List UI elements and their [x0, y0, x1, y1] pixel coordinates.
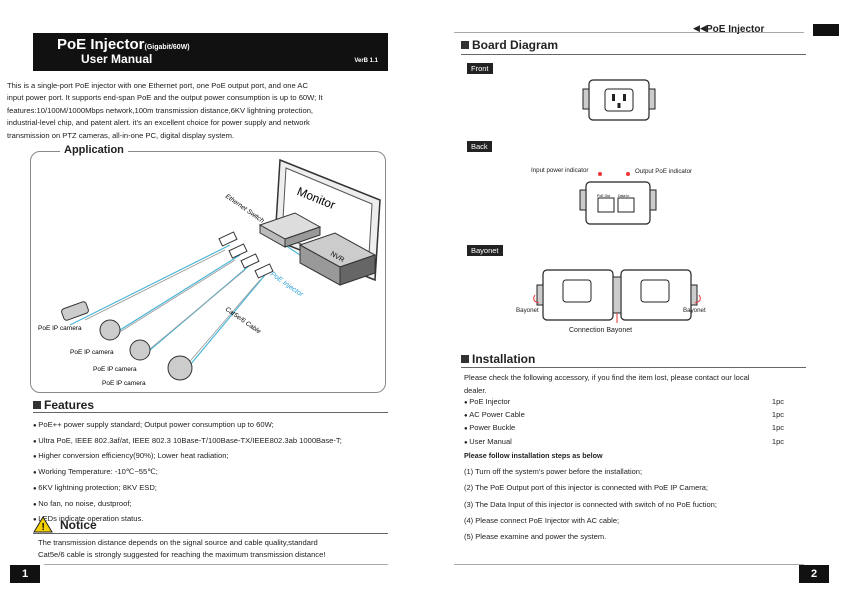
connection-bayonet-label: Connection Bayonet	[569, 327, 633, 334]
cable-label: Cat5e/6 Cable	[224, 306, 262, 336]
application-diagram: Monitor Ethernet Switch NVR PoE Injector…	[38, 158, 381, 387]
camera-label-4: PoE IP camera	[102, 380, 146, 387]
front-tag: Front	[467, 63, 493, 74]
running-header: PoE Injector	[706, 24, 765, 35]
input-indicator-label: Input power indicator	[531, 167, 589, 174]
manual-title: PoE Injector(Gigabit/60W)	[57, 36, 190, 53]
camera-icons	[61, 301, 193, 381]
camera-label-1: PoE IP camera	[38, 325, 82, 332]
front-view-diagram	[582, 79, 656, 121]
footer-line	[44, 564, 388, 565]
board-diagram-heading: Board Diagram	[461, 38, 558, 52]
bayonet-left-label: Bayonet	[516, 307, 539, 314]
list-item: LEDs indicate operation status.	[33, 512, 342, 528]
warning-icon: !	[33, 516, 53, 533]
nvr-icon: NVR	[298, 232, 377, 286]
header-tab	[813, 24, 839, 36]
camera-label-2: PoE IP camera	[70, 349, 114, 356]
bayonet-tag: Bayonet	[467, 245, 503, 256]
features-list: PoE++ power supply standard; Output powe…	[33, 418, 342, 528]
installation-divider	[461, 367, 806, 368]
svg-text:PoE Out: PoE Out	[597, 194, 610, 198]
switch-label: Ethernet Switch	[224, 193, 266, 225]
header-line	[454, 32, 804, 33]
page-number: 1	[10, 565, 40, 583]
back-view-diagram: PoE Out Data In	[579, 172, 657, 225]
list-item: (2) The PoE Output port of this injector…	[464, 483, 709, 493]
installation-steps: (1) Turn off the system's power before t…	[464, 464, 717, 545]
page-number: 2	[799, 565, 829, 583]
injector-icons	[218, 231, 274, 279]
footer-line	[454, 564, 804, 565]
application-title: Application	[60, 144, 128, 156]
version-label: VerB 1.1	[354, 58, 378, 64]
features-divider	[33, 412, 388, 413]
features-heading: Features	[33, 398, 94, 412]
list-item: (4) Please connect PoE Injector with AC …	[464, 515, 620, 525]
steps-title: Please follow installation steps as belo…	[464, 451, 603, 460]
list-item: (3) The Data Input of this injector is c…	[464, 499, 717, 509]
manual-title-box: PoE Injector(Gigabit/60W) User Manual Ve…	[33, 33, 388, 71]
injector-label: PoE Injector	[269, 271, 305, 299]
back-tag: Back	[467, 141, 492, 152]
camera-label-3: PoE IP camera	[93, 366, 137, 373]
output-indicator-label: Output PoE indicator	[635, 168, 693, 175]
notice-heading: ! Notice	[33, 516, 97, 533]
bayonet-diagram	[533, 269, 701, 323]
list-item: No fan, no noise, dustproof;	[33, 497, 342, 513]
list-item: Ultra PoE, IEEE 802.3af/at, IEEE 802.3 1…	[33, 434, 342, 450]
svg-text:Data In: Data In	[618, 194, 629, 198]
right-page: ◀◀ PoE Injector Board Diagram Front Back…	[421, 0, 841, 595]
installation-intro: Please check the following accessory, if…	[464, 373, 750, 395]
left-page: PoE Injector(Gigabit/60W) User Manual Ve…	[0, 0, 420, 595]
list-item: Higher conversion efficiency(90%); Lower…	[33, 449, 342, 465]
svg-text:!: !	[42, 522, 45, 533]
notice-text: The transmission distance depends on the…	[38, 538, 326, 559]
intro-paragraph: This is a single-port PoE injector with …	[7, 81, 323, 140]
application-diagram-frame	[30, 151, 386, 393]
list-item: Working Temperature: -10℃~55℃;	[33, 465, 342, 481]
installation-heading: Installation	[461, 352, 535, 366]
bayonet-right-label: Bayonet	[683, 307, 706, 314]
board-divider	[461, 54, 806, 55]
list-item: PoE++ power supply standard; Output powe…	[33, 418, 342, 434]
list-item: 6KV lightning protection; 8KV ESD;	[33, 481, 342, 497]
list-item: (1) Turn off the system's power before t…	[464, 467, 643, 476]
notice-divider	[33, 533, 388, 534]
rewind-icon: ◀◀	[693, 23, 707, 33]
list-item: (5) Please examine and power the system.	[464, 532, 607, 542]
switch-icon	[258, 212, 322, 248]
manual-subtitle: User Manual	[81, 52, 153, 66]
